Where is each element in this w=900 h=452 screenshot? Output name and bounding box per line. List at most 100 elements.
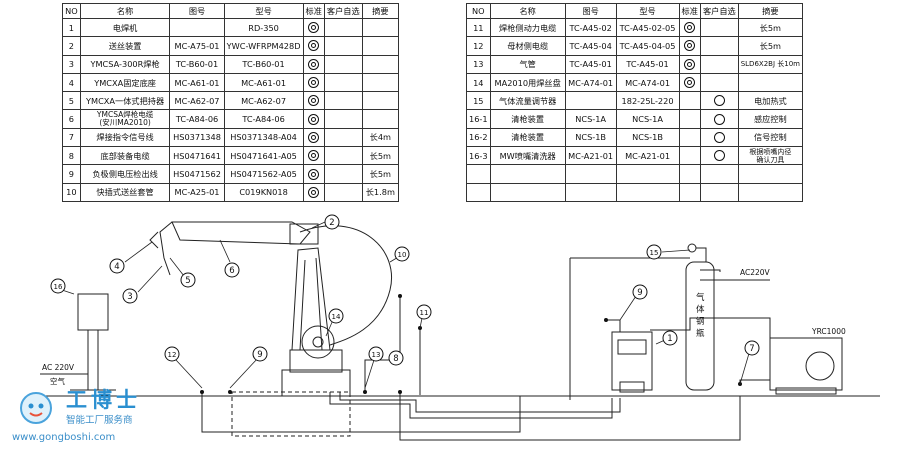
robot-lower-arm (291, 247, 331, 351)
cell-name: 焊枪侧动力电缆 (489, 17, 566, 38)
callout-number: 15 (650, 249, 659, 257)
callout-circle (368, 346, 384, 362)
table-row (466, 182, 804, 202)
leader-2 (311, 221, 326, 229)
label-ac220-left: AC 220V (42, 363, 75, 372)
callout-circle (50, 278, 66, 294)
callout-number: 1 (667, 334, 672, 344)
leader-3 (137, 265, 163, 293)
double-circle-icon (308, 131, 320, 143)
label-ac220-right: AC220V (740, 268, 771, 277)
controller-fan (805, 351, 835, 381)
leader-9b (619, 295, 637, 321)
double-circle-icon (308, 58, 320, 70)
callout-number: 5 (185, 276, 190, 286)
callout-number: 3 (127, 292, 132, 302)
junction-dot (363, 390, 367, 394)
cable-run-8 (329, 392, 613, 419)
wire-spool (301, 325, 335, 359)
standard-mark-cell (302, 146, 325, 166)
cell-drawing: MC-A25-01 (169, 182, 225, 202)
callout-circle (180, 272, 196, 288)
standard-mark-cell (302, 164, 325, 184)
wire-feeder (289, 223, 319, 245)
welding-power-source (611, 331, 653, 391)
callout-circle (328, 308, 344, 324)
circle-icon (713, 95, 725, 107)
robot-waist (289, 349, 343, 373)
callout-circle (394, 246, 410, 262)
double-circle-icon (308, 77, 320, 89)
double-circle-icon (308, 168, 320, 180)
standard-mark-cell (302, 36, 325, 56)
double-circle-icon (308, 186, 320, 198)
callout-circle (388, 350, 404, 366)
controller-base (775, 387, 837, 395)
callout-circle (632, 284, 648, 300)
junction-dot (604, 318, 608, 322)
cable-run-12 (201, 392, 521, 433)
label-air: 空气 (50, 376, 65, 386)
label-yrc1000: YRC1000 (811, 327, 846, 336)
cell-note: 长1.8m (361, 182, 400, 202)
leader-5 (169, 257, 185, 277)
cell-name (489, 182, 566, 202)
junction-dot (200, 390, 204, 394)
robot-lower-arm-detail (299, 257, 323, 351)
double-circle-icon (684, 58, 696, 70)
cable-9-right (606, 319, 621, 332)
watermark-subtitle: 智能工厂服务商 (66, 415, 133, 426)
wire-spool-hub (312, 336, 324, 348)
callout-number: 9 (257, 350, 262, 360)
callout-number: 13 (372, 351, 381, 359)
callout-number: 6 (229, 266, 234, 276)
robot-base (281, 369, 351, 397)
junction-dot (398, 294, 402, 298)
standard-mark-cell (678, 72, 701, 93)
callout-number: 12 (168, 351, 177, 359)
leader-16 (61, 289, 75, 295)
watermark-logo: 工博士 智能工厂服务商 www.gongboshi.com (10, 384, 160, 446)
double-circle-icon (308, 40, 320, 52)
welder-panel (617, 339, 647, 355)
robot-controller (769, 337, 843, 391)
circle-icon (713, 131, 725, 143)
callout-number: 11 (420, 309, 429, 317)
welder-base (619, 381, 645, 393)
circle-icon (713, 150, 725, 162)
callout-circle (109, 258, 125, 274)
gas-hose (569, 257, 690, 400)
torch-cleaner-stand (87, 329, 99, 391)
controller-link (650, 317, 771, 345)
callout-circle (744, 340, 760, 356)
callout-number: 2 (329, 218, 334, 228)
leader-14 (325, 319, 334, 337)
callout-number: 9 (637, 288, 642, 298)
cable-7-riser (739, 379, 770, 384)
callout-number: 16 (54, 283, 63, 291)
torch-holder (149, 231, 159, 249)
callout-circle (224, 262, 240, 278)
double-circle-icon (684, 22, 696, 34)
torch-cleaner (77, 293, 109, 331)
callout-number: 7 (749, 344, 754, 354)
gas-bottle (685, 261, 715, 391)
standard-mark-cell (678, 182, 701, 202)
gas-valve (696, 247, 707, 262)
double-circle-icon (684, 40, 696, 52)
callout-number: 8 (393, 354, 398, 364)
leader-15 (661, 249, 691, 253)
callout-circle (646, 244, 662, 260)
double-circle-icon (308, 22, 320, 34)
